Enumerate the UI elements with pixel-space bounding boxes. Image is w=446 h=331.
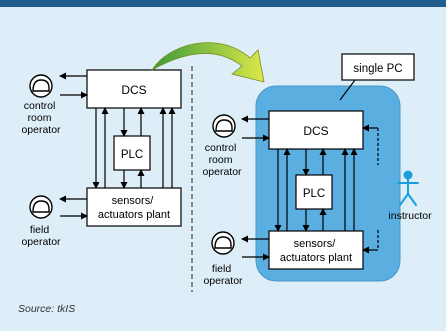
right-diagram: single PC control room operator field op…: [202, 53, 432, 287]
right-control-operator-icon: [212, 114, 236, 138]
left-field-operator-label: field operator: [21, 224, 61, 248]
left-dcs-label: DCS: [121, 83, 146, 97]
left-plc-box: [113, 135, 151, 171]
right-plc-box: [295, 174, 333, 210]
right-field-operator-label: field operator: [203, 263, 243, 287]
right-dcs-label: DCS: [303, 124, 328, 138]
left-sensors-box: [86, 187, 182, 227]
source-caption: Source: tkIS: [18, 303, 76, 315]
left-dcs-box: [86, 69, 182, 109]
right-dcs-box: [268, 110, 364, 150]
transition-arrow: [150, 42, 265, 83]
single-pc-callout: [341, 53, 415, 81]
header-bar: [0, 0, 446, 7]
left-control-operator-label: control room operator: [21, 100, 61, 136]
right-plc-label: PLC: [303, 188, 325, 200]
left-diagram: control room operator field operator DCS…: [21, 69, 182, 248]
left-plc-label: PLC: [121, 149, 143, 161]
right-sensors-label: sensors/ actuators plant: [280, 238, 352, 264]
right-field-operator-icon: [211, 231, 235, 255]
single-pc-label: single PC: [353, 63, 402, 75]
left-sensors-label: sensors/ actuators plant: [98, 195, 170, 221]
right-control-operator-label: control room operator: [202, 142, 242, 178]
instructor-label: instructor: [388, 210, 432, 222]
left-field-operator-icon: [29, 195, 53, 219]
right-sensors-box: [268, 230, 364, 270]
left-control-operator-icon: [29, 74, 53, 98]
instructor-icon: [397, 170, 419, 206]
